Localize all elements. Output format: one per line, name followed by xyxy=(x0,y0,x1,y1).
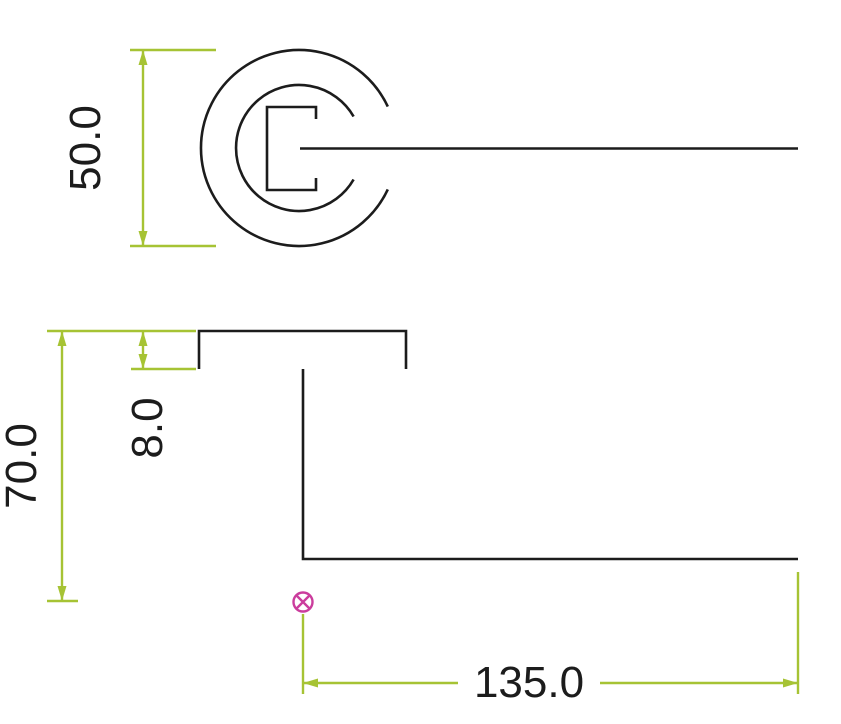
label-background xyxy=(458,659,600,705)
side-profile-view xyxy=(197,329,798,561)
rose-profile xyxy=(197,329,408,369)
dimension-lever-length: 135.0 xyxy=(301,572,800,707)
dimension-projection: 70.0 xyxy=(0,331,78,603)
dimension-rose-thickness: 8.0 xyxy=(47,329,196,459)
fixing-point-circle xyxy=(292,591,314,613)
dimension-rose-diameter: 50.0 xyxy=(61,48,216,248)
lever-length-dimension-label: 135.0 xyxy=(474,658,584,707)
fixing-point-cross xyxy=(295,594,311,610)
rose-inner-arc xyxy=(234,83,355,213)
spindle-bracket xyxy=(265,105,318,192)
rose-thickness-dimension-label: 8.0 xyxy=(123,397,172,458)
lever-profile xyxy=(301,369,798,561)
rose-diameter-dimension-label: 50.0 xyxy=(61,105,110,191)
front-view xyxy=(199,48,798,248)
rose-outer-arc xyxy=(199,48,389,248)
projection-dimension-label: 70.0 xyxy=(0,423,46,509)
fixing-point-marker-icon xyxy=(292,591,314,613)
